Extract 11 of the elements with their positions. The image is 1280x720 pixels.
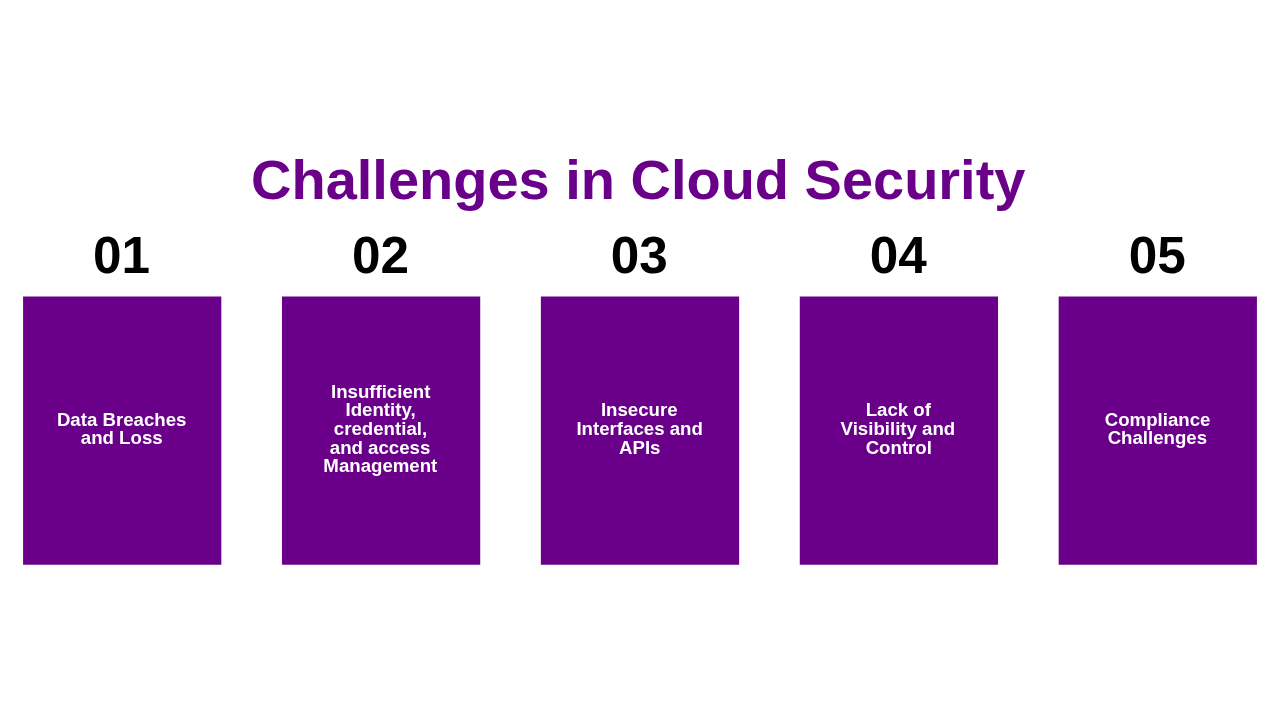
node-label: 01: [93, 227, 151, 285]
node-label: 04: [869, 227, 927, 285]
node-label: 02: [351, 227, 410, 285]
diagram-title: Challenges in Cloud Security: [251, 147, 1026, 211]
node-box: Data Breaches and Loss: [23, 296, 222, 565]
node-label: 05: [1128, 227, 1186, 285]
node-box: Lack of Visibility and Control: [799, 296, 999, 565]
node-box: Insecure Interfaces and APIs: [540, 296, 740, 565]
node-box: Compliance Challenges: [1058, 296, 1257, 565]
node-label: 03: [610, 227, 668, 285]
node-box: Insufficient Identity, credential, and access Management: [281, 296, 481, 565]
